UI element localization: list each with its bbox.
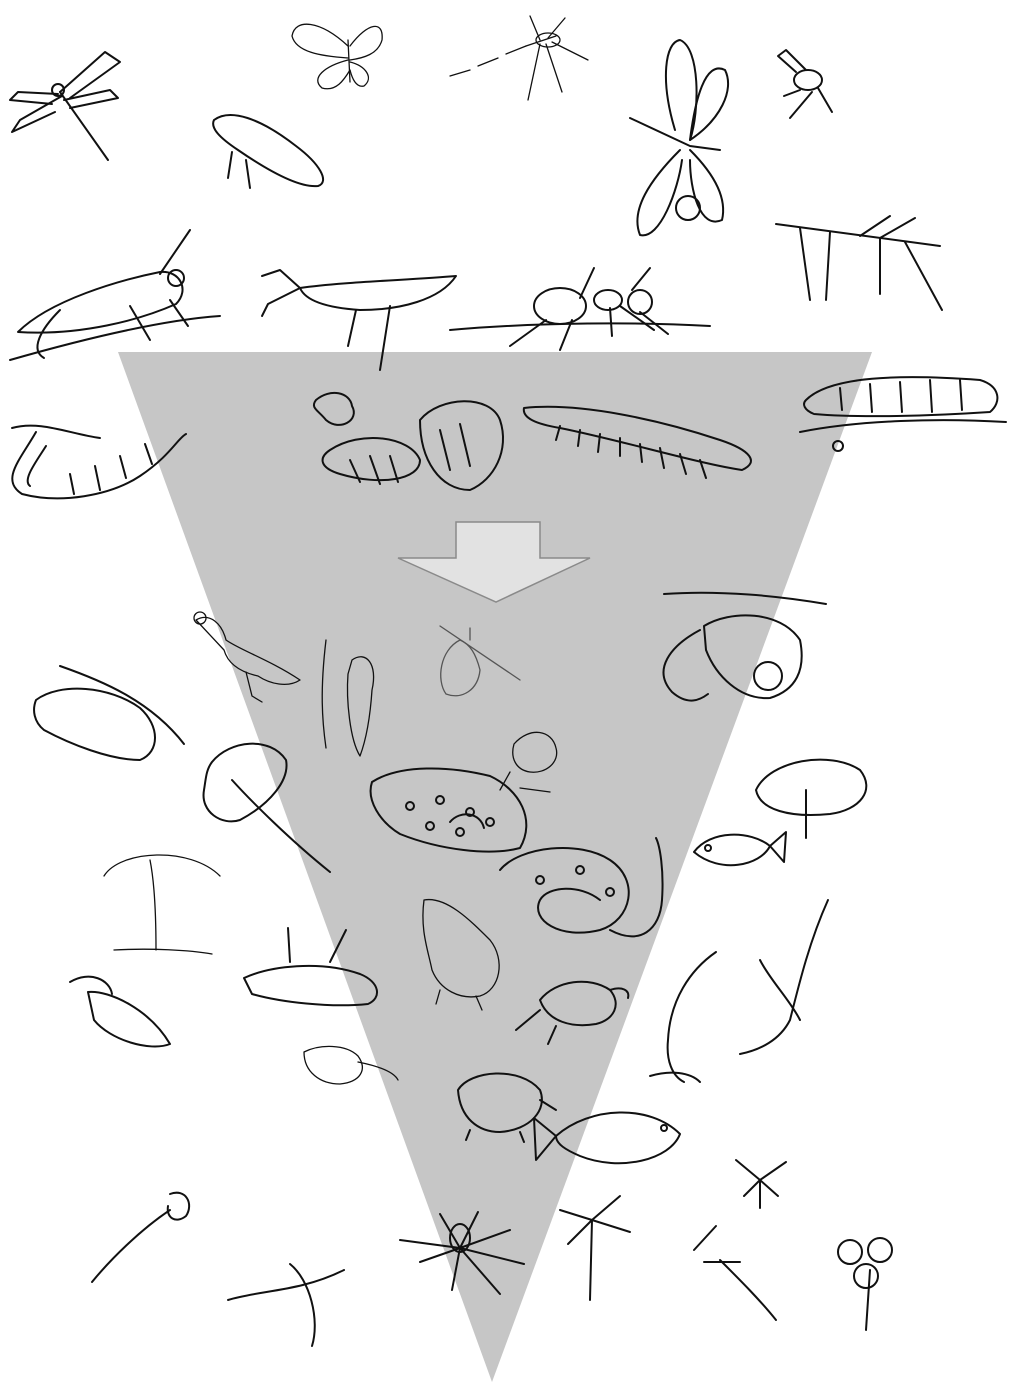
acacia-tree-icon xyxy=(104,855,220,954)
piranha-small-icon xyxy=(694,832,786,865)
ant-icon xyxy=(450,268,710,350)
toucan-icon xyxy=(70,977,170,1047)
moth-icon xyxy=(630,40,728,235)
climbing-palm-icon xyxy=(694,1226,776,1320)
macaw-icon xyxy=(92,1193,189,1282)
stick-insect-icon xyxy=(776,216,942,310)
harpy-eagle-icon xyxy=(228,1264,344,1346)
grasshopper-icon xyxy=(10,230,220,360)
river-dolphin-icon xyxy=(650,952,716,1082)
butterfly-icon xyxy=(292,24,382,89)
otter-icon xyxy=(740,900,828,1054)
sloth-icon xyxy=(34,666,184,760)
funnel-triangle xyxy=(118,352,872,1382)
flowering-plant-icon xyxy=(838,1238,892,1330)
palm-tree-icon xyxy=(560,1196,630,1300)
dragonfly-icon xyxy=(10,52,120,160)
fly-icon xyxy=(778,50,832,118)
mosquito-icon xyxy=(450,16,588,100)
cicada-icon xyxy=(213,115,323,188)
shrub-icon xyxy=(756,760,866,838)
palm-small-icon xyxy=(736,1160,786,1208)
